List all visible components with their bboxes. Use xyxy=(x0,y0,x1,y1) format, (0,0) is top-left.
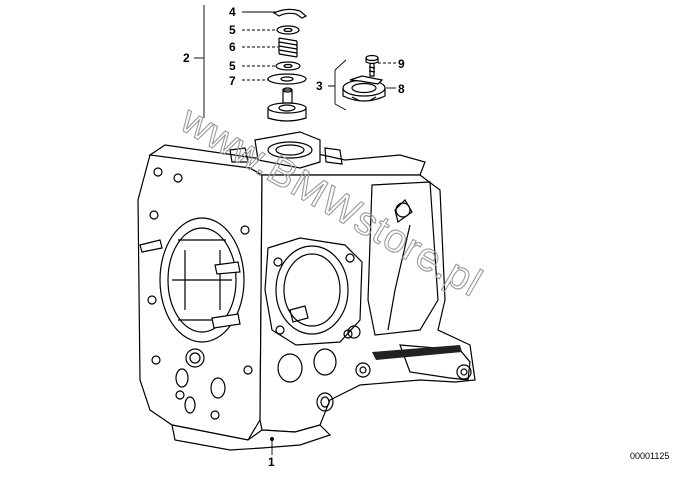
callout-5-upper: 5 xyxy=(229,23,236,37)
washer-part-lower xyxy=(275,61,301,71)
callout-3: 3 xyxy=(316,79,323,93)
callout-6: 6 xyxy=(229,40,236,54)
washer-part-upper xyxy=(276,25,300,35)
circlip-part xyxy=(272,8,308,19)
breather-valve-assembly xyxy=(267,8,308,122)
document-number: 00001125 xyxy=(630,451,669,461)
callout-5-lower: 5 xyxy=(229,59,236,73)
callout-labels: 4 5 6 5 7 2 3 9 8 1 xyxy=(183,5,405,469)
cover-ring-part xyxy=(342,75,386,102)
callout-9: 9 xyxy=(398,57,405,71)
screw-part xyxy=(365,54,379,77)
callout-8: 8 xyxy=(398,82,405,96)
callout-7: 7 xyxy=(229,74,236,88)
valve-body-part xyxy=(267,87,307,122)
spring-part xyxy=(278,37,298,58)
callout-1: 1 xyxy=(268,455,275,469)
cover-assembly xyxy=(342,54,386,102)
callout-2: 2 xyxy=(183,51,190,65)
leader-lines xyxy=(194,5,396,455)
callout-4: 4 xyxy=(229,5,236,19)
valve-disc-part xyxy=(267,73,307,85)
crankcase-housing xyxy=(137,131,476,451)
